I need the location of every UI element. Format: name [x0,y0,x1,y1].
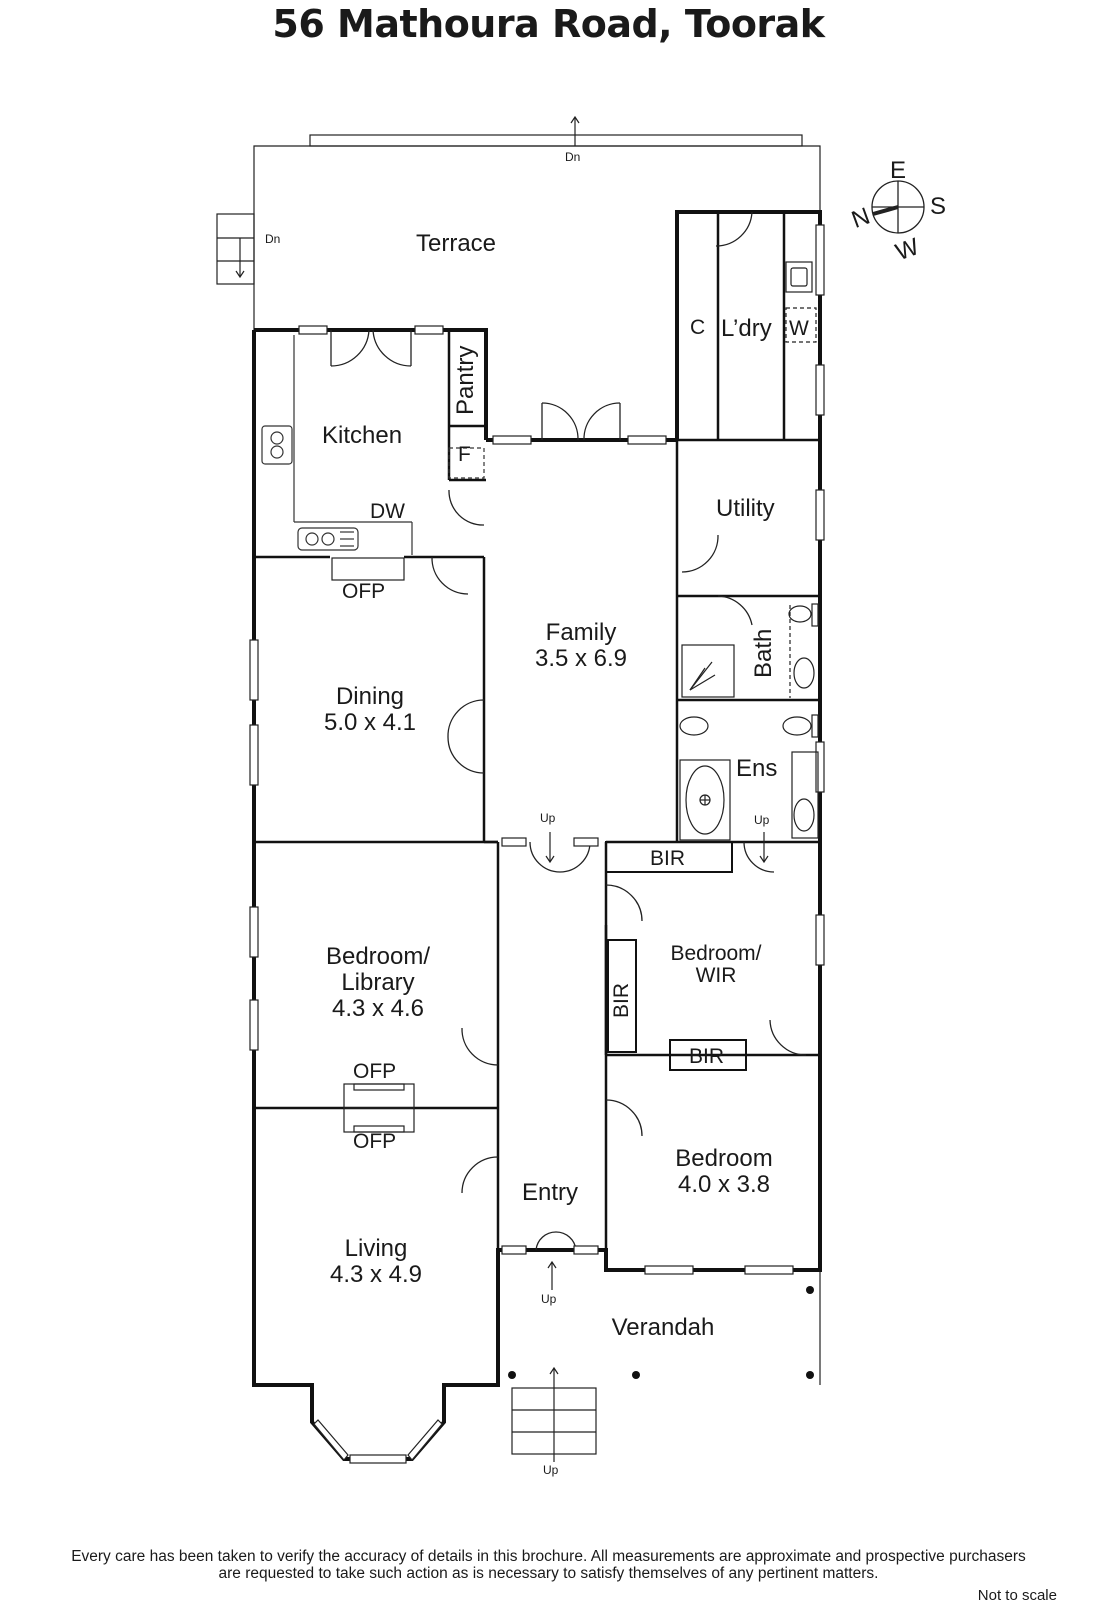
washer-label: W [789,317,809,340]
fireplaces [331,557,415,1133]
room-bedroom-wir-line2: WIR [696,964,737,987]
fireplace-dining: OFP [342,580,385,603]
interior-walls [254,212,820,1270]
dishwasher-label: DW [370,500,405,523]
room-bedroom-dims: 4.0 x 3.8 [678,1171,770,1198]
floorplan-title: 56 Mathoura Road, Toorak [272,2,825,46]
room-ensuite: Ens [736,755,777,782]
room-laundry: L’dry [721,315,772,342]
not-to-scale-note: Not to scale [977,1587,1057,1604]
disclaimer-line1: Every care has been taken to verify the … [71,1548,1026,1565]
compass-e: E [890,157,906,184]
room-utility: Utility [716,495,775,522]
room-bedroom: Bedroom [675,1145,772,1172]
stair-up-entry: Up [541,1292,557,1306]
stair-dn-top: Dn [565,150,580,164]
stair-dn-left: Dn [265,232,280,246]
room-bedroom-library-line1: Bedroom/ [326,943,430,970]
bir-side: BIR [610,983,633,1018]
stair-up-front: Up [543,1463,559,1477]
laundry-fixtures [785,261,817,343]
compass-s: S [930,193,946,220]
fridge-label: F [458,443,471,466]
compass-n: N [848,203,874,234]
disclaimer: Every care has been taken to verify the … [0,1548,1097,1582]
bir-top: BIR [650,847,685,870]
fireplace-library: OFP [353,1060,396,1083]
compass-w: W [892,233,923,266]
room-bedroom-wir-line1: Bedroom/ [670,942,761,965]
stair-up-ensuite: Up [754,813,770,827]
fireplace-living: OFP [353,1130,396,1153]
room-family-dims: 3.5 x 6.9 [535,645,627,672]
windows [249,224,825,1464]
room-family: Family [546,619,617,646]
stair-arrows [235,115,769,1462]
verandah-posts [508,1286,814,1379]
room-verandah: Verandah [612,1314,715,1341]
laundry-cupboard: C [690,316,705,339]
disclaimer-line2: are requested to take such action as is … [218,1565,879,1582]
built-in-robes [605,841,747,1071]
wet-area-fixtures [679,603,819,841]
room-dining: Dining [336,683,404,710]
room-dining-dims: 5.0 x 4.1 [324,709,416,736]
room-bath: Bath [750,629,777,678]
kitchen-benches [261,335,485,555]
compass-icon [871,180,925,234]
bir-bottom: BIR [689,1045,724,1068]
room-bedroom-library-dims: 4.3 x 4.6 [332,995,424,1022]
room-living: Living [345,1235,408,1262]
room-terrace: Terrace [416,230,496,257]
room-kitchen: Kitchen [322,422,402,449]
room-entry: Entry [522,1179,578,1206]
room-pantry: Pantry [452,346,479,415]
room-living-dims: 4.3 x 4.9 [330,1261,422,1288]
door-swings [330,211,807,1251]
room-bedroom-library-line2: Library [341,969,414,996]
stair-up-family: Up [540,811,556,825]
